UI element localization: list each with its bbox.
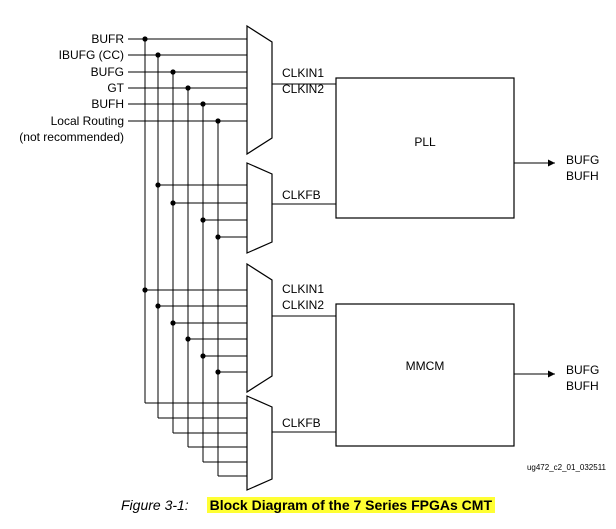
mmcm-block bbox=[335, 303, 515, 447]
mmcm-clkin1-label: CLKIN1 bbox=[282, 282, 324, 296]
pll-clkin2-label: CLKIN2 bbox=[282, 82, 324, 96]
input-bus-wiring bbox=[128, 38, 247, 477]
figure-title: Block Diagram of the 7 Series FPGAs CMT bbox=[206, 497, 495, 513]
input-label-bufg: BUFG bbox=[91, 65, 124, 79]
mmcm-output-bufh: BUFH bbox=[566, 379, 599, 393]
input-label-bufr: BUFR bbox=[91, 32, 124, 46]
pll-clkfb-label: CLKFB bbox=[282, 188, 321, 202]
junction-dots bbox=[142, 36, 221, 375]
mmcm-output-bufg: BUFG bbox=[566, 363, 599, 377]
pll-output-bufh: BUFH bbox=[566, 169, 599, 183]
input-label-gt: GT bbox=[107, 81, 124, 95]
figure-caption: Figure 3-1: Block Diagram of the 7 Serie… bbox=[0, 497, 616, 513]
pll-output-bufg: BUFG bbox=[566, 153, 599, 167]
mmcm-clkin2-label: CLKIN2 bbox=[282, 298, 324, 312]
pll-name: PLL bbox=[414, 135, 436, 149]
figure-id: ug472_c2_01_032511 bbox=[527, 463, 607, 472]
figure-number: Figure 3-1: bbox=[121, 497, 189, 513]
pll-input-mux bbox=[246, 24, 273, 156]
input-label-ibufg: IBUFG (CC) bbox=[59, 48, 124, 62]
local-routing-note: (not recommended) bbox=[19, 130, 124, 144]
mmcm-name: MMCM bbox=[406, 359, 445, 373]
input-label-bufh: BUFH bbox=[91, 97, 124, 111]
pll-feedback-mux bbox=[246, 162, 273, 254]
pll-block bbox=[335, 77, 515, 219]
pll-clkin1-label: CLKIN1 bbox=[282, 66, 324, 80]
mmcm-feedback-mux bbox=[246, 395, 273, 491]
mmcm-clkfb-label: CLKFB bbox=[282, 416, 321, 430]
cmt-block-diagram: BUFR IBUFG (CC) BUFG GT BUFH Local Routi… bbox=[19, 24, 607, 491]
mmcm-input-mux bbox=[246, 262, 273, 394]
input-label-local-routing: Local Routing bbox=[51, 114, 124, 128]
